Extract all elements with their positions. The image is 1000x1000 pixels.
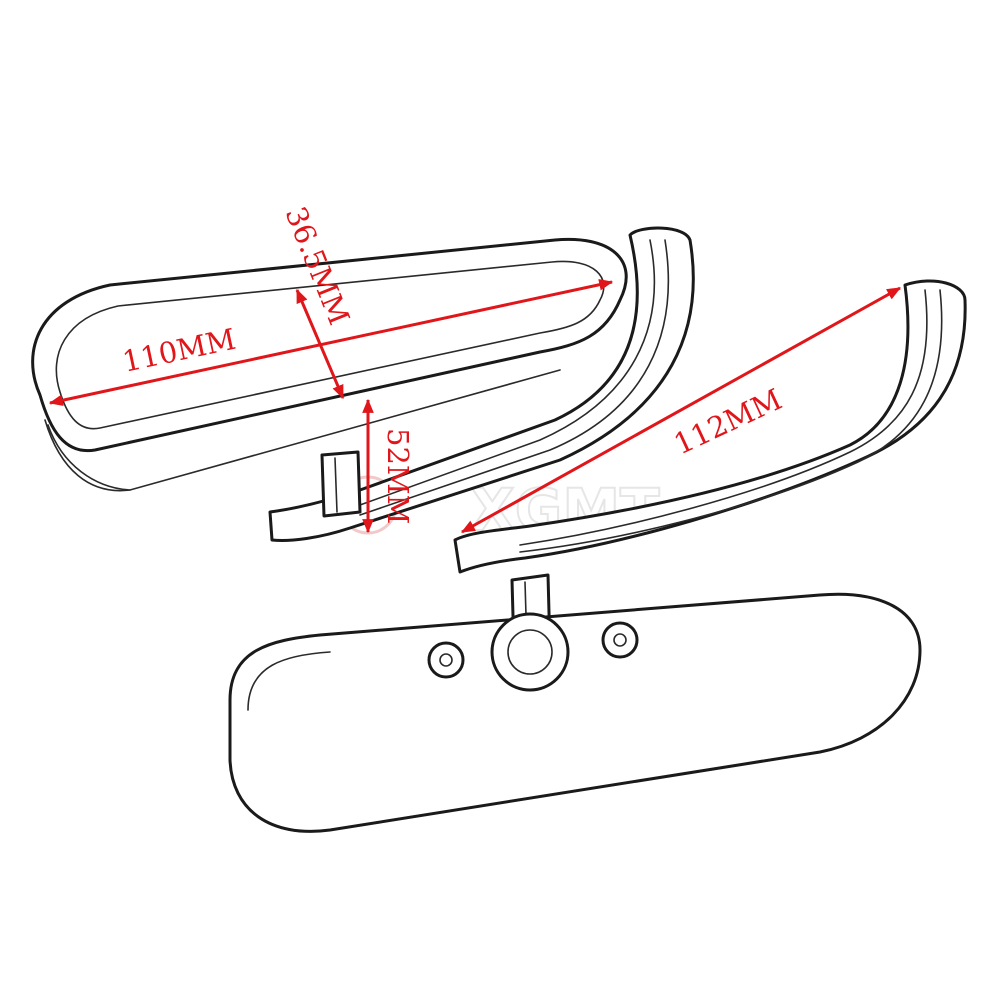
dimension-label-52: 52MM xyxy=(381,428,415,524)
base-screw-left-icon xyxy=(427,641,465,679)
dimension-label-112: 112MM xyxy=(669,382,787,461)
dimension-lines xyxy=(48,278,902,534)
base-pivot-inner-icon xyxy=(507,629,553,675)
base-pivot-ring-icon xyxy=(490,612,570,692)
dimension-line-112 xyxy=(460,286,902,534)
dimension-line-36-5 xyxy=(295,288,345,400)
base-screw-right-icon xyxy=(601,621,639,659)
mirror-stem-left xyxy=(320,450,362,518)
mirror-base-right xyxy=(228,573,922,833)
